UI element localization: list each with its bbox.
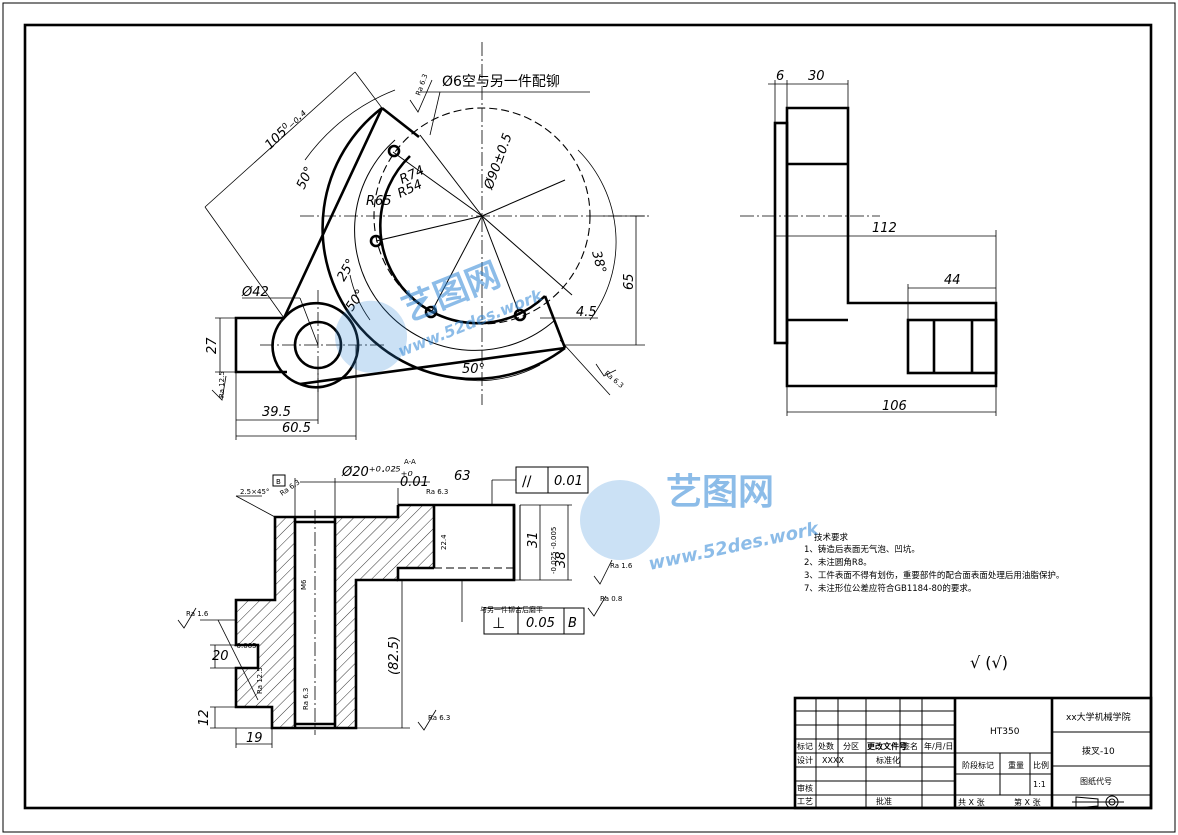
tech-requirements: 技术要求 1、铸造后表面无气泡、凹坑。 2、未注圆角R8。 3、工件表面不得有划… <box>804 532 1064 594</box>
roughness-symbol-2: Ra 12.5 <box>211 371 227 401</box>
dim-60-5: 60.5 <box>282 421 311 436</box>
dim-39-5: 39.5 <box>262 405 291 420</box>
svg-text:比例: 比例 <box>1033 760 1049 770</box>
school-name: xx大学机械学院 <box>1066 711 1131 723</box>
dim-r65: R65 <box>366 194 392 209</box>
dim-angle-50-bot: 50° <box>462 362 485 377</box>
section-label: A-A <box>404 458 416 466</box>
dim-30: 30 <box>808 69 825 84</box>
svg-text:标记: 标记 <box>797 741 813 751</box>
svg-text:Ra 6.3: Ra 6.3 <box>414 73 429 97</box>
roughness-general: √ (√) <box>970 653 1008 672</box>
dim-44: 44 <box>944 273 961 288</box>
dim-angle-25: 25° <box>334 257 359 284</box>
svg-text:艺图网: 艺图网 <box>666 472 774 513</box>
tolerance-frame-parallel: // 0.01 <box>491 466 589 505</box>
dim-22: 22.4 <box>440 534 448 550</box>
svg-text:⊥: ⊥ <box>492 614 505 632</box>
svg-text:1:1: 1:1 <box>1033 780 1046 789</box>
svg-text:0.05: 0.05 <box>526 616 555 631</box>
dim-38-tol: -0.025 -0.005 <box>550 527 558 574</box>
dim-12: 12 <box>197 709 212 726</box>
watermark-1: 艺图网 www.52des.work <box>335 255 546 373</box>
svg-text:更改文件号: 更改文件号 <box>867 741 907 751</box>
dim-angle-38: 38° <box>588 249 608 275</box>
svg-text:与另一件铆合后磨平: 与另一件铆合后磨平 <box>480 605 543 614</box>
svg-text:Ra 12.5: Ra 12.5 <box>218 371 226 398</box>
pin-note: Ø6空与另一件配铆 <box>442 74 560 90</box>
ra-s6: Ra 12.5 <box>256 667 264 694</box>
dim-38: 38 <box>554 551 569 568</box>
svg-text:阶段标记: 阶段标记 <box>962 760 994 770</box>
ra-s2: Ra 6.3 <box>426 488 448 496</box>
svg-text:第 X 张: 第 X 张 <box>1014 797 1041 807</box>
ra-s7: Ra 6.3 <box>428 714 450 722</box>
datum-b: B <box>276 478 281 486</box>
dim-phi42: Ø42 <box>241 285 269 300</box>
dim-m6: M6 <box>300 579 308 590</box>
material: HT350 <box>990 727 1020 737</box>
part-name: 拨叉-10 <box>1082 745 1115 757</box>
svg-text:Ra 6.3: Ra 6.3 <box>603 369 625 390</box>
dim-112: 112 <box>872 221 897 236</box>
svg-text:重量: 重量 <box>1008 760 1024 770</box>
svg-text:标准化: 标准化 <box>876 755 900 765</box>
dim-phi20: Ø20⁺⁰·⁰²⁵₊₀ <box>341 465 413 480</box>
svg-text:分区: 分区 <box>843 742 859 751</box>
tech-item-3: 3、工件表面不得有划伤，重要部件的配合面表面处理后用油脂保护。 <box>804 570 1064 581</box>
svg-text:签名: 签名 <box>902 741 918 751</box>
dim-63: 63 <box>454 469 471 484</box>
projection-symbol-icon <box>1072 795 1124 809</box>
side-view: 6 30 112 44 106 <box>740 69 998 416</box>
roughness-symbol-3: Ra 6.3 <box>595 363 625 390</box>
svg-text:设计: 设计 <box>797 755 813 765</box>
dim-20-tol: -0.065 <box>234 642 257 650</box>
roughness-symbol-1: Ra 6.3 <box>409 73 433 113</box>
svg-text:批准: 批准 <box>876 796 892 806</box>
svg-text:共 X 张: 共 X 张 <box>958 798 985 807</box>
ra-s3: Ra 1.6 <box>610 562 633 570</box>
svg-text:www.52des.work: www.52des.work <box>647 518 822 575</box>
dim-20: 20 <box>212 649 229 664</box>
tech-title: 技术要求 <box>814 532 849 543</box>
dim-19: 19 <box>246 731 263 746</box>
dim-27: 27 <box>205 337 220 354</box>
dim-65: 65 <box>622 273 637 290</box>
ra-s5: Ra 1.6 <box>186 610 209 618</box>
tech-item-2: 2、未注圆角R8。 <box>804 557 872 568</box>
svg-text:审核: 审核 <box>797 783 813 793</box>
tol-left-val: 0.01 <box>400 475 429 490</box>
svg-text:处数: 处数 <box>818 741 834 751</box>
ra-s8: Ra 6.3 <box>302 688 310 710</box>
svg-text:年/月/日: 年/月/日 <box>924 741 953 751</box>
tech-item-4: 7、未注形位公差应符合GB1184-80的要求。 <box>804 583 976 594</box>
tech-item-1: 1、铸造后表面无气泡、凹坑。 <box>804 544 920 555</box>
tolerance-frame-perp: ⊥ 0.05 B 与另一件铆合后磨平 <box>480 605 585 635</box>
dim-31: 31 <box>526 531 541 548</box>
svg-text:B: B <box>568 616 577 631</box>
dim-angle-50-top: 50° <box>294 164 317 191</box>
front-view: 105⁰₋₀.₄ 50° R74 R54 R65 Ø90±0.5 38° 65 … <box>204 42 650 440</box>
dim-106: 106 <box>882 399 907 414</box>
ra-s1: Ra 6.3 <box>279 478 302 497</box>
svg-text://: // <box>522 474 532 490</box>
dim-6: 6 <box>776 69 784 84</box>
inner-frame <box>23 23 1153 810</box>
dim-phi90: Ø90±0.5 <box>481 131 515 192</box>
title-block: 标记 处数 分区 更改文件号 签名 年/月/日 设计 XXXX 标准化 审核 工… <box>793 696 1153 810</box>
svg-text:工艺: 工艺 <box>797 797 813 806</box>
dim-82-5: (82.5) <box>387 636 402 675</box>
watermark-2: 艺图网 www.52des.work <box>580 472 821 575</box>
ra-s4: Ra 0.8 <box>600 595 622 603</box>
dim-4-5: 4.5 <box>576 305 597 320</box>
section-view: // 0.01 ⊥ 0.05 B 与另一件铆合后磨平 B Ø20⁺⁰·⁰²⁵₊₀… <box>177 458 633 748</box>
drawing-no: 图纸代号 <box>1080 776 1112 786</box>
dim-chamfer: 2.5×45° <box>240 488 269 496</box>
svg-text:XXXX: XXXX <box>822 756 844 765</box>
dim-105: 105⁰₋₀.₄ <box>262 105 310 153</box>
svg-text:0.01: 0.01 <box>554 474 583 489</box>
